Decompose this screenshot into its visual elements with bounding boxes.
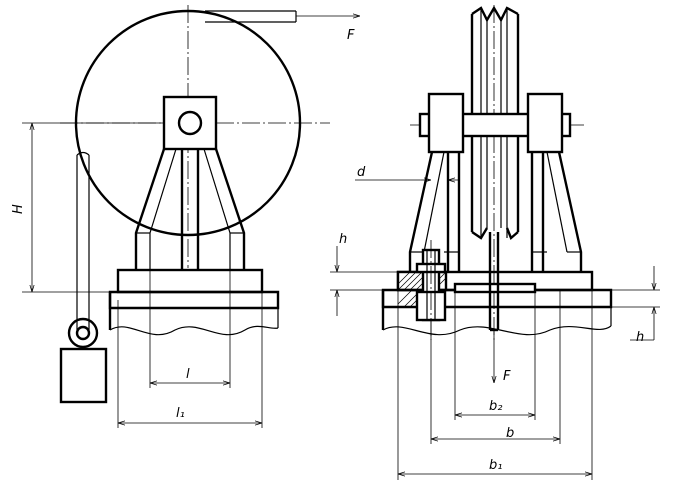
left-leg <box>408 151 461 272</box>
dimension-h-right <box>611 266 660 341</box>
length-label-l: l <box>186 367 190 382</box>
dimension-H <box>22 122 164 293</box>
foundation <box>108 290 280 336</box>
dimension-b <box>430 290 561 444</box>
dimension-l1 <box>117 292 263 428</box>
thickness-label-h-right: h <box>636 330 644 345</box>
front-view: F <box>11 5 360 428</box>
bearing-housing <box>162 95 218 151</box>
right-bearing <box>526 92 564 154</box>
top-rope <box>205 10 360 23</box>
side-view: F d h h b₂ <box>330 5 660 480</box>
axle <box>177 110 203 136</box>
dimension-b1 <box>397 290 593 480</box>
hook-ring <box>67 317 99 349</box>
anchor-bolt <box>415 240 447 340</box>
dimension-l <box>149 255 231 388</box>
right-leg <box>530 151 583 272</box>
force-label-top: F <box>347 28 355 43</box>
width-label-b2: b₂ <box>489 399 502 414</box>
height-label-H: H <box>11 204 26 214</box>
pressure-plate <box>453 282 537 294</box>
force-label-bottom: F <box>503 369 511 384</box>
left-bearing <box>427 92 465 154</box>
thickness-label-h-left: h <box>339 232 347 247</box>
hanging-rope <box>76 151 90 330</box>
load-block <box>59 347 108 404</box>
dimension-b2 <box>454 292 536 420</box>
width-label-b1: b₁ <box>489 458 502 473</box>
diameter-label-d: d <box>357 165 366 180</box>
base-plate <box>116 268 264 294</box>
width-label-b: b <box>506 426 514 441</box>
support-frame <box>134 148 246 270</box>
dimension-h-left <box>330 246 398 316</box>
length-label-l1: l₁ <box>176 406 185 421</box>
rope-side <box>488 232 500 383</box>
